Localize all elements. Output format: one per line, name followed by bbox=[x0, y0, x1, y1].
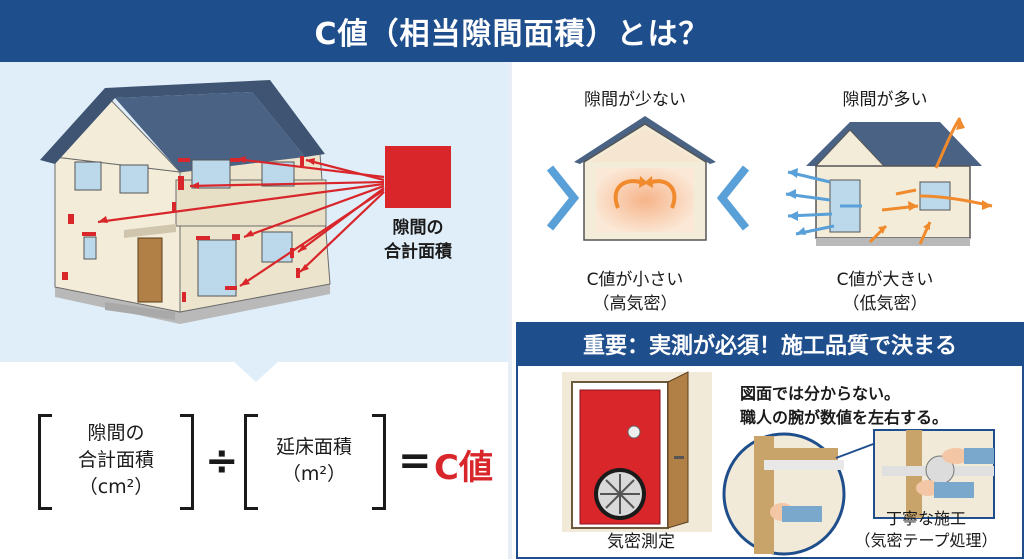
formula-denominator: 延床面積 （m²） bbox=[260, 434, 368, 488]
important-banner: 重要：実測が必須！施工品質で決まる bbox=[516, 322, 1024, 366]
formula-numerator: 隙間の 合計面積 （cm²） bbox=[56, 420, 176, 501]
work-caption-line1: 丁寧な施工 bbox=[885, 509, 966, 528]
equals-symbol: = bbox=[398, 438, 432, 484]
tape-work-illustration bbox=[722, 429, 995, 556]
formula-panel bbox=[0, 362, 508, 559]
divide-symbol: ÷ bbox=[205, 438, 239, 484]
gap-area-label: 隙間の 合計面積 bbox=[372, 216, 464, 264]
many-gaps-title: 隙間が多い bbox=[842, 90, 928, 110]
many-caption-line2: （低気密） bbox=[842, 294, 928, 314]
blower-door-illustration bbox=[562, 371, 712, 532]
denominator-bracket-left bbox=[244, 414, 258, 510]
few-gaps-caption: C値が小さい （高気密） bbox=[555, 268, 715, 316]
few-gaps-title: 隙間が少ない bbox=[584, 90, 686, 110]
many-caption-line1: C値が大きい bbox=[836, 270, 934, 290]
note-line2: 職人の腕が数値を左右する。 bbox=[740, 408, 949, 427]
work-caption: 丁寧な施工 （気密テープ処理） bbox=[846, 508, 1006, 552]
numerator-bracket-right bbox=[180, 414, 194, 510]
airtight-house-diagram bbox=[546, 116, 750, 241]
page-title: C値（相当隙間面積）とは？ bbox=[314, 17, 710, 52]
test-caption: 気密測定 bbox=[607, 532, 675, 552]
many-gaps-caption: C値が大きい （低気密） bbox=[815, 268, 955, 316]
note-line1: 図面では分からない。 bbox=[740, 384, 901, 403]
denominator-line2: （m²） bbox=[281, 463, 347, 485]
gap-area-square bbox=[385, 146, 451, 208]
gap-label-line2: 合計面積 bbox=[384, 242, 452, 262]
important-note: 図面では分からない。 職人の腕が数値を左右する。 bbox=[740, 382, 948, 430]
few-caption-line1: C値が小さい bbox=[586, 270, 684, 290]
numerator-line2: 合計面積 bbox=[77, 449, 154, 471]
numerator-line3: （cm²） bbox=[78, 476, 154, 498]
c-value-result: C値 bbox=[434, 448, 493, 488]
c-value-formula: 隙間の 合計面積 （cm²） ÷ 延床面積 （m²） = C値 bbox=[38, 414, 498, 510]
numerator-bracket-left bbox=[38, 414, 52, 510]
few-caption-line2: （高気密） bbox=[592, 294, 678, 314]
leaky-house-diagram bbox=[785, 117, 993, 246]
denominator-bracket-right bbox=[372, 414, 386, 510]
important-title: 重要：実測が必須！施工品質で決まる bbox=[582, 334, 957, 359]
vertical-divider bbox=[508, 62, 512, 559]
gap-label-line1: 隙間の bbox=[392, 218, 444, 238]
work-caption-line2: （気密テープ処理） bbox=[854, 531, 998, 550]
numerator-line1: 隙間の bbox=[87, 422, 145, 444]
denominator-line1: 延床面積 bbox=[275, 436, 352, 458]
important-box bbox=[516, 366, 1024, 559]
house-illustration bbox=[40, 80, 385, 324]
panel-pointer bbox=[232, 360, 280, 382]
title-banner: C値（相当隙間面積）とは？ bbox=[0, 0, 1024, 62]
